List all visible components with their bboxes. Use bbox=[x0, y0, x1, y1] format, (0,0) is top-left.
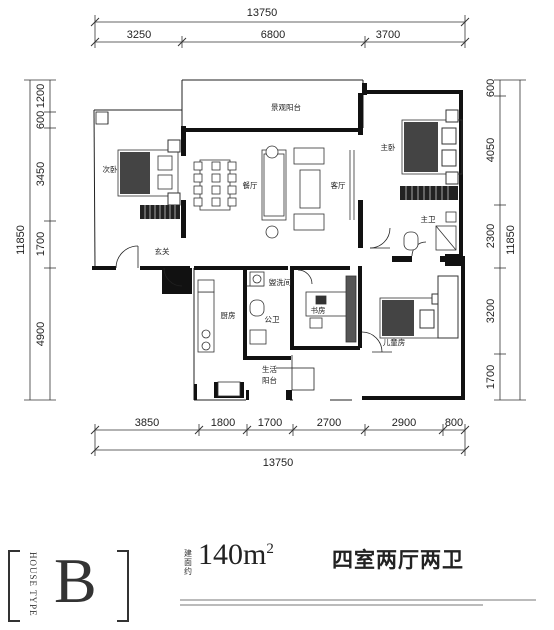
area-value: 140m2 bbox=[198, 538, 274, 572]
dim-right-seg-3: 2300 bbox=[485, 224, 497, 248]
dim-right-total: 11850 bbox=[505, 225, 517, 255]
room-dining: 餐厅 bbox=[243, 181, 258, 190]
room-kitchen: 厨房 bbox=[221, 310, 236, 320]
furniture-living bbox=[261, 145, 355, 239]
floor-plan: 13750 3250 6800 3700 3850 1800 1700 2700… bbox=[15, 7, 526, 469]
layout-description: 四室两厅两卫 bbox=[332, 547, 464, 572]
dim-left-seg-4: 1700 bbox=[35, 232, 47, 256]
dim-bottom-seg-2: 1800 bbox=[211, 417, 235, 429]
room-second-bedroom: 次卧 bbox=[103, 164, 118, 174]
dimension-ticks bbox=[90, 17, 470, 455]
dim-bottom-seg-1: 3850 bbox=[135, 417, 159, 429]
room-landscape-balcony: 景观阳台 bbox=[271, 102, 301, 112]
dim-right-seg-2: 4050 bbox=[485, 138, 497, 162]
room-foyer: 玄关 bbox=[155, 246, 170, 256]
dim-right-seg-1: 600 bbox=[485, 79, 497, 97]
dim-left-total: 11850 bbox=[15, 225, 27, 255]
room-study: 书房 bbox=[311, 305, 326, 315]
dim-right-seg-4: 3200 bbox=[485, 299, 497, 323]
dim-bottom-seg-6: 800 bbox=[445, 417, 463, 429]
room-living: 客厅 bbox=[331, 180, 346, 190]
bracket-left bbox=[8, 550, 20, 622]
furniture-study bbox=[305, 275, 357, 343]
room-kids: 儿童房 bbox=[383, 337, 406, 347]
furniture-master-bedroom bbox=[400, 109, 463, 200]
room-master-bedroom: 主卧 bbox=[381, 142, 396, 152]
area-number: 140m bbox=[198, 538, 267, 571]
furniture-service bbox=[197, 271, 267, 397]
dim-top-seg-1: 3250 bbox=[127, 29, 151, 41]
dim-bottom-seg-4: 2700 bbox=[317, 417, 341, 429]
room-public-bath: 公卫 bbox=[265, 315, 280, 324]
area-sup: 2 bbox=[266, 541, 274, 557]
room-utility-balcony-2: 阳台 bbox=[262, 375, 277, 385]
furniture-dining bbox=[193, 159, 237, 211]
dim-bottom-seg-3: 1700 bbox=[258, 417, 282, 429]
room-laundry: 盥洗间 bbox=[269, 277, 292, 287]
furniture-master-bath bbox=[403, 211, 457, 251]
dim-left-seg-5: 4900 bbox=[35, 322, 47, 346]
dim-top-total: 13750 bbox=[247, 7, 278, 19]
fine-print bbox=[180, 596, 536, 612]
furniture-second-bedroom bbox=[117, 139, 181, 219]
utility-balcony-label: 生活 bbox=[262, 364, 277, 374]
dim-left-seg-1: 1200 bbox=[35, 84, 47, 108]
house-type-letter: B bbox=[54, 545, 97, 616]
dim-bottom-total: 13750 bbox=[263, 457, 294, 469]
dim-top-seg-2: 6800 bbox=[261, 29, 285, 41]
dim-left-seg-2: 600 bbox=[35, 111, 47, 129]
dim-right-seg-5: 1700 bbox=[485, 365, 497, 389]
dim-left-seg-3: 3450 bbox=[35, 162, 47, 186]
room-master-bath: 主卫 bbox=[421, 214, 436, 224]
area-label: 建面约 bbox=[184, 549, 192, 576]
doors-windows bbox=[95, 111, 427, 391]
furniture-kids-room bbox=[379, 275, 459, 339]
bracket-right bbox=[117, 550, 129, 622]
dim-top-seg-3: 3700 bbox=[376, 29, 400, 41]
house-type-label: HOUSE TYPE bbox=[28, 552, 38, 617]
room-utility-balcony: 生活 bbox=[262, 364, 277, 374]
dim-bottom-seg-5: 2900 bbox=[392, 417, 416, 429]
